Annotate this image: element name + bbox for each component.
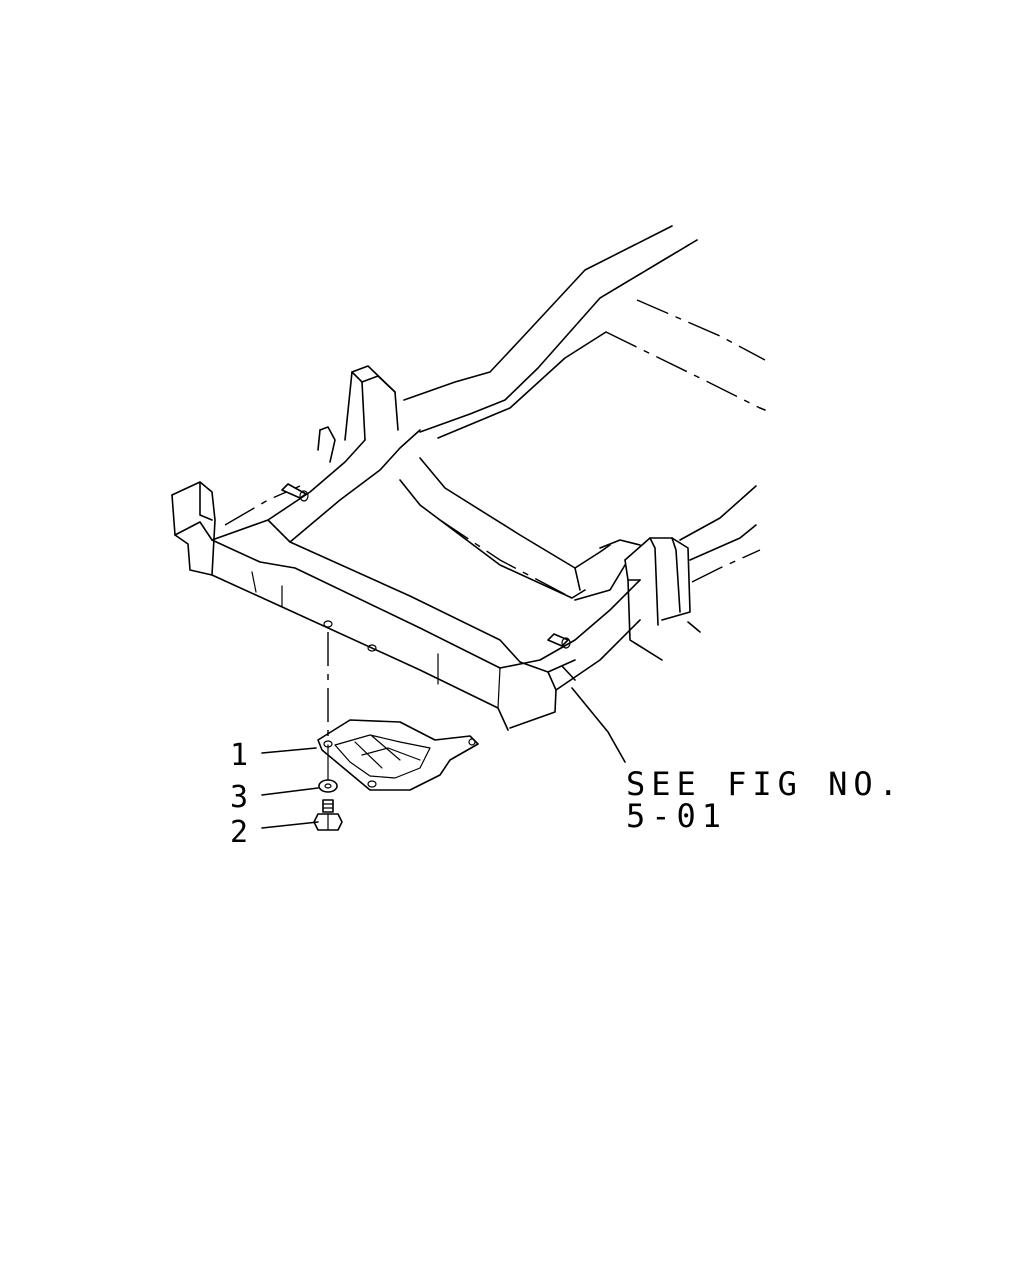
front-crossmember [211,429,521,731]
reference-line-2: 5-01 [626,797,727,835]
callout-2: 2 [230,815,250,850]
front-left-bracket [317,365,399,463]
front-left-end-bracket [171,481,216,576]
front-right-bracket [599,537,701,661]
washer [318,779,338,793]
callout-3: 3 [230,780,250,815]
leader-line-2 [261,821,319,829]
crossmember-right-end [499,564,641,729]
leader-line-reference [571,687,626,763]
callout-1: 1 [230,738,250,773]
leader-line-3 [261,787,319,796]
bolt [313,799,343,831]
frame-left-rail [403,225,766,439]
leader-line-1 [261,747,317,754]
skid-plate [317,719,479,791]
frame-right-rail [679,485,761,583]
center-crossmember [399,457,611,599]
reference-line-1: SEE FIG NO. [626,765,904,803]
